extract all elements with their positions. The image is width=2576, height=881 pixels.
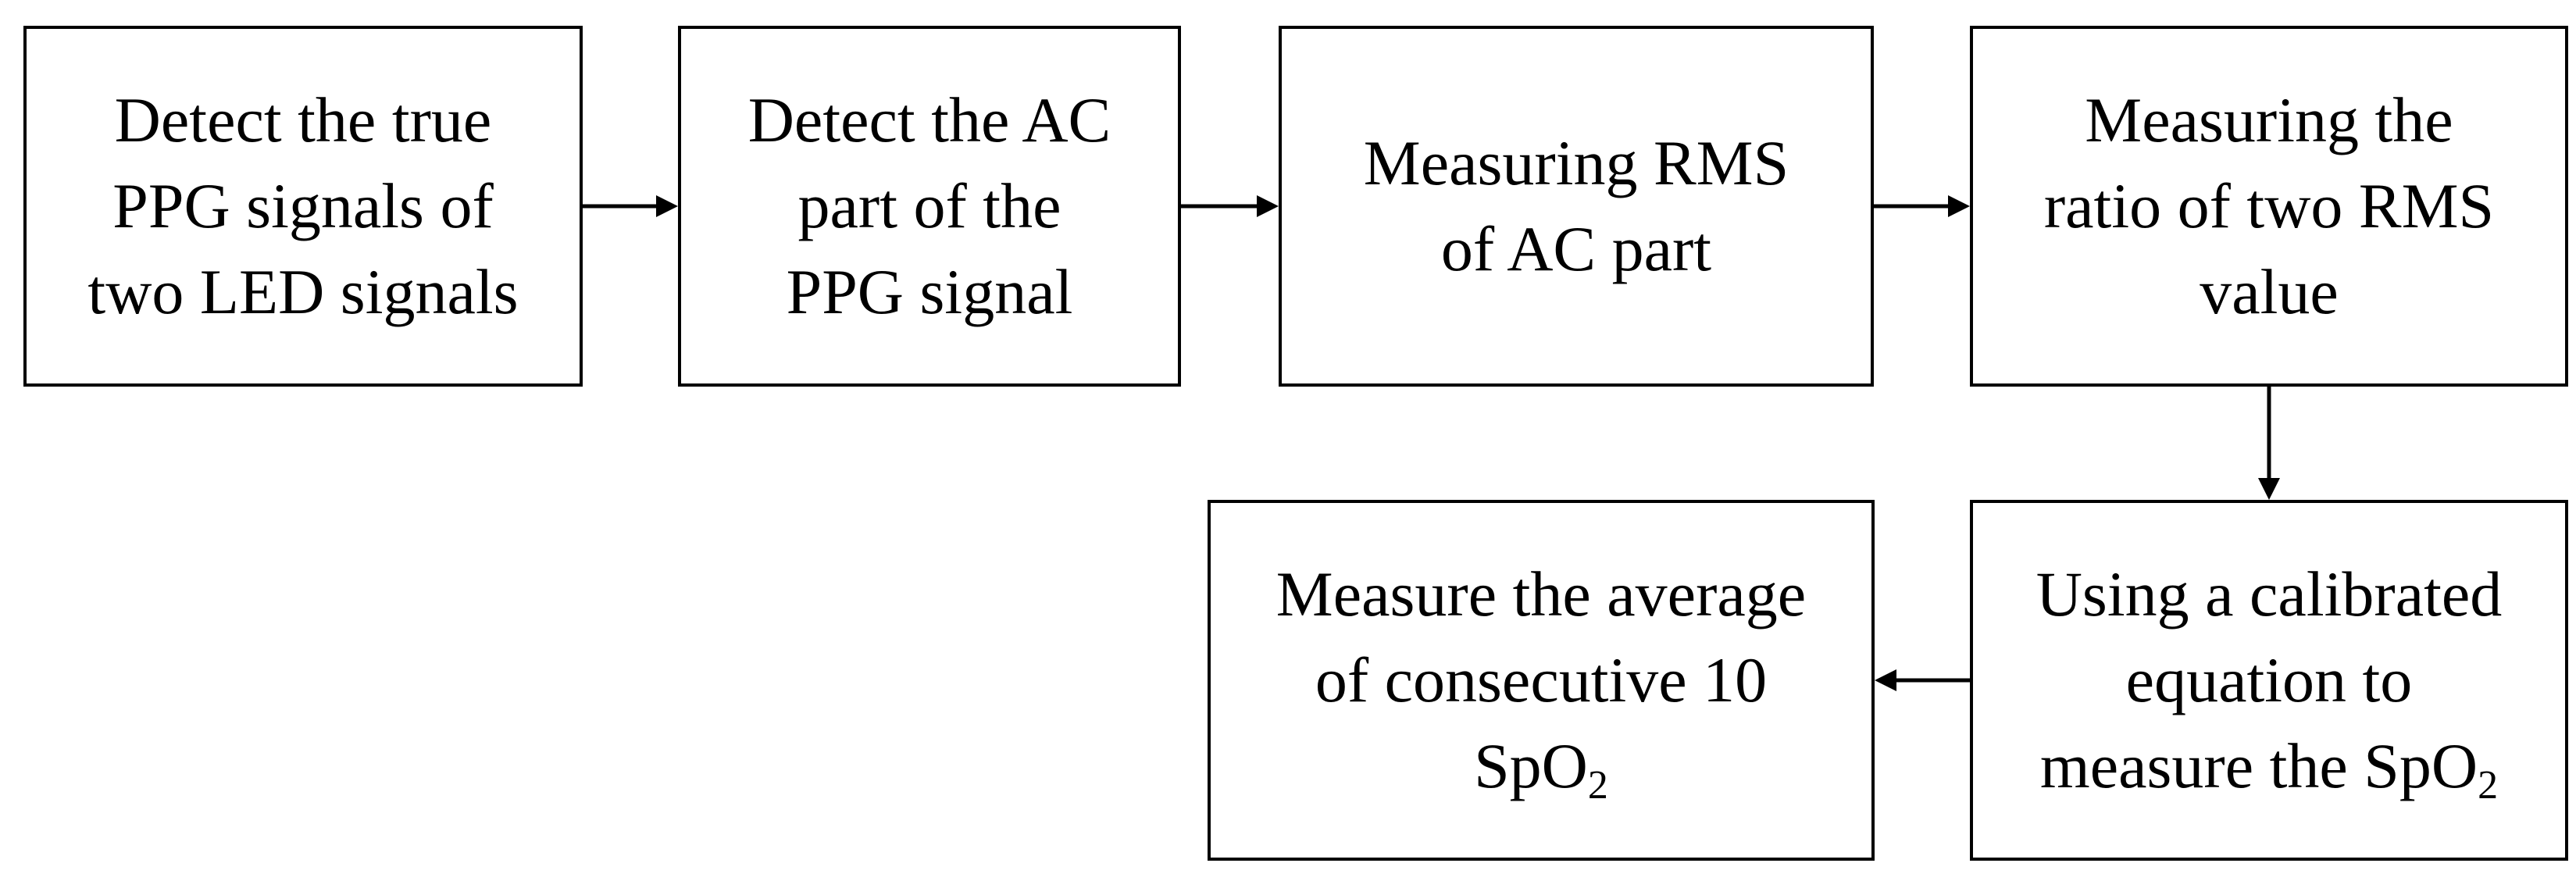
- box-measure-average: Measure the average of consecutive 10 Sp…: [1208, 500, 1875, 861]
- box-line-text: SpO: [1474, 730, 1588, 801]
- box-line: Measure the average: [1276, 558, 1807, 630]
- arrow-head-1: [656, 195, 678, 217]
- box-line: Using a calibrated: [2035, 558, 2503, 630]
- box-line-text: measure the SpO: [2039, 730, 2478, 801]
- box-measuring-rms: Measuring RMS of AC part: [1279, 26, 1874, 387]
- box-line: of consecutive 10: [1315, 644, 1768, 715]
- box-line: PPG signal: [786, 256, 1073, 327]
- box-line: Measuring RMS: [1363, 127, 1789, 198]
- box-detect-ac-part: Detect the AC part of the PPG signal: [678, 26, 1181, 387]
- arrow-head-4: [2258, 478, 2280, 500]
- box-line: ratio of two RMS: [2043, 170, 2495, 241]
- box-line: of AC part: [1440, 213, 1712, 284]
- box-measuring-ratio: Measuring the ratio of two RMS value: [1970, 26, 2568, 387]
- subscript: 2: [1587, 763, 1608, 808]
- box-line: Detect the true: [114, 84, 492, 155]
- box-calibrated-equation: Using a calibrated equation to measure t…: [1970, 500, 2568, 861]
- box-line: PPG signals of: [112, 170, 494, 241]
- arrow-head-3: [1948, 195, 1970, 217]
- box-line: two LED signals: [87, 256, 519, 327]
- subscript: 2: [2478, 763, 2499, 808]
- box-line: measure the SpO2: [2040, 723, 2498, 809]
- box-line: Measuring the: [2085, 84, 2453, 155]
- box-line: equation to: [2125, 644, 2413, 715]
- box-line: SpO2: [1474, 723, 1608, 809]
- box-line: value: [2200, 256, 2339, 327]
- box-line: part of the: [797, 170, 1061, 241]
- arrow-head-5: [1875, 669, 1896, 691]
- arrow-head-2: [1257, 195, 1279, 217]
- box-detect-true-ppg: Detect the true PPG signals of two LED s…: [23, 26, 583, 387]
- box-line: Detect the AC: [747, 84, 1111, 155]
